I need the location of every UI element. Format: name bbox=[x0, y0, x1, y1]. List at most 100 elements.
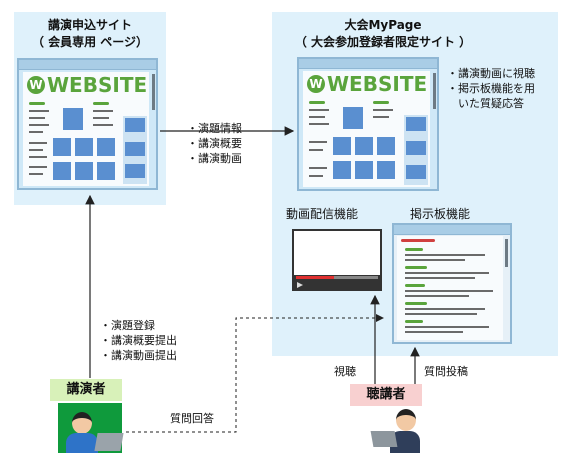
browser-toolbar bbox=[394, 225, 510, 235]
scrollbar bbox=[152, 74, 155, 110]
post-text-line bbox=[405, 259, 465, 261]
content-heading-mark bbox=[29, 102, 45, 105]
video-progress-remaining bbox=[334, 276, 378, 279]
post-author-mark bbox=[405, 320, 423, 323]
application-site-title: 講演申込サイト bbox=[47, 18, 132, 32]
post-text-line bbox=[405, 308, 485, 310]
text-line bbox=[93, 117, 109, 119]
speaker-figure bbox=[58, 403, 124, 453]
board-header-mark bbox=[401, 239, 435, 242]
speaker-task-item: 講演概要提出 bbox=[100, 333, 177, 348]
image-tile bbox=[53, 138, 71, 156]
content-heading-mark bbox=[309, 101, 325, 104]
image-tile bbox=[75, 138, 93, 156]
application-site-browser: W WEBSITE bbox=[17, 58, 158, 190]
post-text-line bbox=[405, 313, 477, 315]
scrollbar bbox=[505, 239, 508, 267]
text-line bbox=[309, 167, 327, 169]
board-content bbox=[397, 236, 503, 340]
speaker-label: 講演者 bbox=[50, 379, 122, 401]
post-author-mark bbox=[405, 284, 425, 287]
mypage-title: 大会MyPage bbox=[344, 18, 422, 32]
image-tile bbox=[406, 141, 426, 155]
listener-view-label: 視聴 bbox=[334, 365, 356, 378]
listener-laptop bbox=[370, 431, 398, 447]
website-logo-icon: W bbox=[307, 75, 325, 93]
mypage-feature-item-continued: いた質疑応答 bbox=[458, 97, 524, 110]
browser-toolbar bbox=[299, 59, 437, 69]
scrollbar bbox=[433, 73, 436, 109]
text-line bbox=[29, 149, 43, 151]
video-play-icon bbox=[297, 282, 303, 288]
text-line bbox=[29, 173, 43, 175]
post-text-line bbox=[405, 254, 485, 256]
browser-content: W WEBSITE bbox=[303, 71, 430, 187]
image-tile bbox=[53, 162, 71, 180]
speaker-task-list: 演題登録 講演概要提出 講演動画提出 bbox=[100, 318, 177, 363]
image-tile bbox=[377, 137, 395, 155]
mypage-subtitle: （ 大会参加登録者限定サイト ） bbox=[294, 35, 472, 49]
content-heading-mark bbox=[373, 101, 389, 104]
text-line bbox=[29, 131, 43, 133]
application-site-subtitle: （ 会員専用 ページ） bbox=[31, 35, 149, 49]
text-line bbox=[29, 166, 47, 168]
speaker-answer-dashed-line bbox=[126, 314, 384, 433]
image-tile bbox=[75, 162, 93, 180]
text-line bbox=[93, 124, 113, 126]
image-tile bbox=[125, 118, 145, 132]
listener-post-label: 質問投稿 bbox=[424, 365, 468, 378]
video-progress-played bbox=[296, 276, 334, 279]
speaker-head bbox=[72, 412, 92, 434]
listener-body bbox=[390, 431, 420, 453]
image-tile bbox=[355, 161, 373, 179]
text-line bbox=[309, 149, 323, 151]
browser-content: W WEBSITE bbox=[23, 72, 149, 186]
text-line bbox=[29, 117, 45, 119]
post-text-line bbox=[405, 272, 489, 274]
mypage-feature-item: 掲示板機能を用 bbox=[447, 81, 535, 96]
mypage-feature-item: 講演動画に視聴 bbox=[447, 66, 535, 81]
text-line bbox=[309, 116, 325, 118]
text-line bbox=[29, 142, 47, 144]
image-tile bbox=[125, 164, 145, 178]
website-logo-text: WEBSITE bbox=[47, 73, 148, 97]
listener-head bbox=[396, 409, 416, 431]
text-line bbox=[373, 116, 389, 118]
post-text-line bbox=[405, 277, 475, 279]
image-tile bbox=[125, 142, 145, 156]
image-tile bbox=[97, 162, 115, 180]
image-tile bbox=[333, 137, 351, 155]
shared-content-item: 演題情報 bbox=[187, 121, 242, 136]
browser-toolbar bbox=[19, 60, 156, 70]
listener-figure bbox=[370, 405, 420, 453]
text-line bbox=[309, 141, 327, 143]
speaker-task-item: 演題登録 bbox=[100, 318, 177, 333]
content-heading-mark bbox=[93, 102, 109, 105]
shared-content-item: 講演概要 bbox=[187, 136, 242, 151]
text-line bbox=[93, 110, 113, 112]
mypage-feature-list: 講演動画に視聴 掲示板機能を用 いた質疑応答 bbox=[447, 66, 535, 111]
shared-content-list: 演題情報 講演概要 講演動画 bbox=[187, 121, 242, 166]
shared-content-item: 講演動画 bbox=[187, 151, 242, 166]
speaker-answer-label: 質問回答 bbox=[170, 412, 214, 425]
image-tile bbox=[63, 108, 83, 130]
bulletin-board-label: 掲示板機能 bbox=[410, 207, 471, 221]
speaker-laptop bbox=[94, 433, 124, 451]
post-text-line bbox=[405, 326, 489, 328]
post-author-mark bbox=[405, 248, 423, 251]
video-controls-bar bbox=[292, 275, 382, 291]
image-tile bbox=[406, 117, 426, 131]
text-line bbox=[29, 156, 47, 158]
text-line bbox=[29, 124, 49, 126]
text-line bbox=[309, 123, 329, 125]
post-text-line bbox=[405, 290, 493, 292]
image-tile bbox=[377, 161, 395, 179]
text-line bbox=[373, 109, 393, 111]
post-author-mark bbox=[405, 302, 427, 305]
speaker-task-item: 講演動画提出 bbox=[100, 348, 177, 363]
post-author-mark bbox=[405, 266, 427, 269]
image-tile bbox=[406, 165, 426, 179]
image-tile bbox=[97, 138, 115, 156]
post-text-line bbox=[405, 331, 463, 333]
website-logo-icon: W bbox=[27, 76, 45, 94]
